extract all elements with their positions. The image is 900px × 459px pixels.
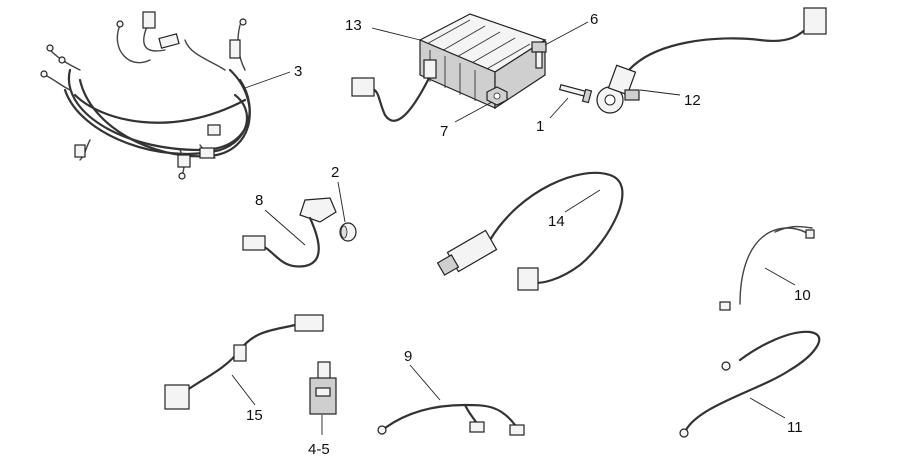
- leader-lines: [231, 21, 796, 435]
- callout-13: 13: [345, 17, 362, 34]
- part-15-harness-adapter: [164, 314, 324, 410]
- callout-15: 15: [246, 407, 263, 424]
- callout-11: 11: [787, 419, 803, 436]
- part-10-thin-cable: [719, 225, 815, 311]
- callout-1: 1: [536, 118, 544, 135]
- callout-9: 9: [404, 348, 412, 365]
- part-3-main-wiring-harness: [40, 11, 251, 180]
- callout-8: 8: [255, 192, 263, 209]
- callout-10: 10: [794, 287, 811, 304]
- callout-6: 6: [590, 11, 598, 28]
- part-1-screw: [558, 83, 593, 104]
- part-8-small-harness: [242, 197, 337, 268]
- callout-4-5: 4-5: [308, 441, 330, 458]
- part-12-speed-sensor: [596, 7, 827, 114]
- part-11-ground-cable: [679, 330, 821, 438]
- callout-2: 2: [331, 164, 339, 181]
- part-9-y-cable: [377, 403, 525, 436]
- part-4-5-relay-holder: [309, 361, 337, 415]
- part-7-nut: [486, 86, 508, 106]
- callout-12: 12: [684, 92, 701, 109]
- part-6-bolt: [531, 41, 547, 69]
- part-14-switch-cable: [436, 171, 624, 291]
- callout-14: 14: [548, 213, 565, 230]
- callout-3: 3: [294, 63, 302, 80]
- callout-7: 7: [440, 123, 448, 140]
- part-2-cap: [339, 222, 357, 242]
